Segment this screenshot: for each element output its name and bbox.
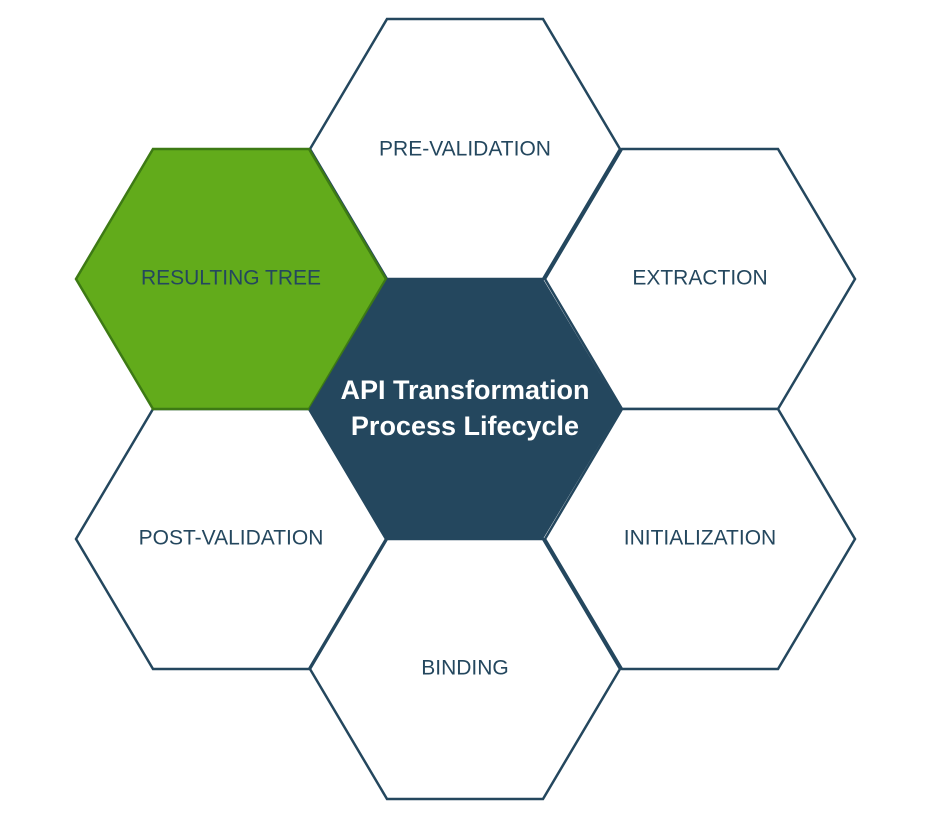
label-extraction: EXTRACTION (632, 267, 767, 290)
center-title-line1: API Transformation (340, 375, 589, 405)
label-pre-validation: PRE-VALIDATION (379, 138, 551, 161)
hex-center (309, 279, 621, 539)
center-title-line2: Process Lifecycle (351, 411, 579, 441)
label-initialization: INITIALIZATION (624, 527, 776, 550)
label-resulting-tree: RESULTING TREE (141, 267, 321, 290)
hex-initialization (543, 407, 857, 671)
label-binding: BINDING (421, 657, 509, 680)
label-post-validation: POST-VALIDATION (139, 527, 324, 550)
